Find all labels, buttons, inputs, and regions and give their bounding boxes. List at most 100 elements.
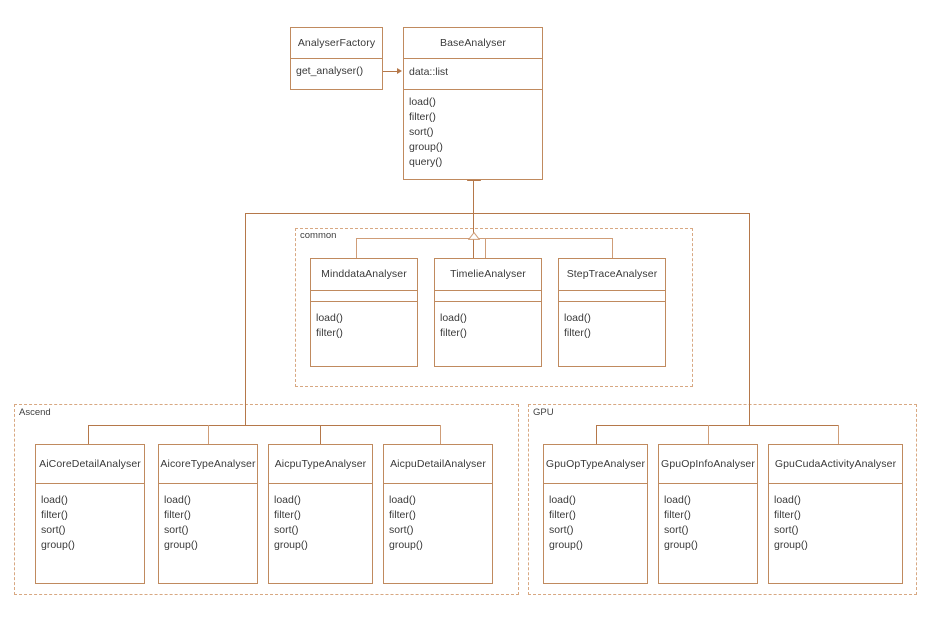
connector-ascend-fan-bar [88,425,440,426]
class-name-aicoretype-analyser: AicoreTypeAnalyser [160,457,256,470]
class-methods-aicputype-analyser: load() filter() sort() group() [269,482,372,583]
method-group: group() [774,538,808,551]
class-box-steptrace-analyser[interactable]: StepTraceAnalyser load() filter() [558,258,666,367]
class-box-gpuopinfo-analyser[interactable]: GpuOpInfoAnalyser load() filter() sort()… [658,444,758,584]
connector-common-drop-steptrace [612,238,613,258]
connector-toplevel-fan-bar [245,213,750,214]
method-sort: sort() [164,523,189,536]
method-filter: filter() [274,508,301,521]
class-name-minddata-analyser: MinddataAnalyser [321,268,407,281]
class-attributes-minddata-analyser [311,290,417,301]
class-box-gpuoptype-analyser[interactable]: GpuOpTypeAnalyser load() filter() sort()… [543,444,648,584]
class-box-base-analyser[interactable]: BaseAnalyser data::list load() filter() … [403,27,543,180]
class-name-gpucudaactivity-analyser: GpuCudaActivityAnalyser [774,457,897,470]
method-query: query() [409,156,443,169]
connector-common-drop-minddata [356,238,357,258]
method-sort: sort() [774,523,799,536]
connector-ascend-drop-aicputype [320,425,321,444]
method-group: group() [549,538,583,551]
class-box-minddata-analyser[interactable]: MinddataAnalyser load() filter() [310,258,418,367]
method-filter: filter() [549,508,576,521]
method-filter: filter() [389,508,416,521]
class-methods-aicoretype-analyser: load() filter() sort() group() [159,482,257,583]
arrowhead-association-base [397,67,402,74]
class-box-timelie-analyser[interactable]: TimelieAnalyser load() filter() [434,258,542,367]
class-name-steptrace-analyser: StepTraceAnalyser [566,268,658,281]
connector-factory-to-base [383,71,398,72]
method-group: group() [664,538,698,551]
method-group: group() [41,538,75,551]
method-sort: sort() [274,523,299,536]
connector-drop-to-gpu [749,213,750,425]
class-methods-aicpudetail-analyser: load() filter() sort() group() [384,482,492,583]
class-methods-minddata-analyser: load() filter() [311,301,417,366]
class-box-aicoretype-analyser[interactable]: AicoreTypeAnalyser load() filter() sort(… [158,444,258,584]
class-name-timelie-analyser: TimelieAnalyser [450,268,526,281]
method-load: load() [549,493,576,506]
connector-ascend-drop-aicoredetail [88,425,89,444]
class-methods-timelie-analyser: load() filter() [435,301,541,366]
connector-common-fan-bar [356,238,613,239]
package-common-label: common [299,230,339,241]
class-members-analyser-factory: get_analyser() [291,58,382,89]
method-load: load() [41,493,68,506]
connector-gpu-fan-bar [596,425,839,426]
class-box-aicoredetail-analyser[interactable]: AiCoreDetailAnalyser load() filter() sor… [35,444,145,584]
class-methods-gpuopinfo-analyser: load() filter() sort() group() [659,482,757,583]
connector-gpu-drop-cuda [838,425,839,444]
class-attributes-timelie-analyser [435,290,541,301]
method-load: load() [164,493,191,506]
member-get-analyser: get_analyser() [296,65,364,78]
connector-common-drop-timelie [485,238,486,258]
method-filter: filter() [164,508,191,521]
package-gpu [528,404,917,595]
method-filter: filter() [41,508,68,521]
class-name-gpuopinfo-analyser: GpuOpInfoAnalyser [661,457,755,470]
class-name-aicputype-analyser: AicpuTypeAnalyser [274,457,367,470]
method-filter: filter() [564,327,591,339]
method-load: load() [389,493,416,506]
package-common [295,228,693,387]
class-box-aicpudetail-analyser[interactable]: AicpuDetailAnalyser load() filter() sort… [383,444,493,584]
connector-base-trunk [473,180,475,214]
package-ascend-label: Ascend [18,407,53,418]
connector-ascend-drop-aicpudetail [440,425,441,444]
class-box-gpucudaactivity-analyser[interactable]: GpuCudaActivityAnalyser load() filter() … [768,444,903,584]
connector-drop-to-ascend [245,213,246,425]
class-name-gpuoptype-analyser: GpuOpTypeAnalyser [545,457,646,470]
method-load: load() [409,96,436,109]
method-group: group() [164,538,198,551]
class-attributes-steptrace-analyser [559,290,665,301]
class-methods-steptrace-analyser: load() filter() [559,301,665,366]
method-filter: filter() [409,111,436,124]
method-filter: filter() [664,508,691,521]
connector-ascend-drop-aicoretype [208,425,209,444]
class-methods-base-analyser: load() filter() sort() group() query() [404,89,542,179]
method-group: group() [274,538,308,551]
class-methods-aicoredetail-analyser: load() filter() sort() group() [36,482,144,583]
method-load: load() [274,493,301,506]
connector-gpu-drop-optype [596,425,597,444]
method-load: load() [316,312,343,324]
method-sort: sort() [664,523,689,536]
method-filter: filter() [440,327,467,339]
class-attributes-base-analyser: data::list [404,57,542,90]
method-load: load() [564,312,591,324]
class-name-aicpudetail-analyser: AicpuDetailAnalyser [390,457,486,470]
method-sort: sort() [409,126,434,139]
arrowhead-generalization-common [468,232,480,240]
method-sort: sort() [389,523,414,536]
method-load: load() [440,312,467,324]
method-load: load() [774,493,801,506]
class-box-analyser-factory[interactable]: AnalyserFactory get_analyser() [290,27,383,90]
method-filter: filter() [316,327,343,339]
attribute-data-list: data::list [409,65,449,78]
class-name-aicoredetail-analyser: AiCoreDetailAnalyser [39,457,141,470]
class-box-aicputype-analyser[interactable]: AicpuTypeAnalyser load() filter() sort()… [268,444,373,584]
method-sort: sort() [41,523,66,536]
method-load: load() [664,493,691,506]
method-group: group() [409,141,443,154]
class-methods-gpucudaactivity-analyser: load() filter() sort() group() [769,482,902,583]
package-gpu-label: GPU [532,407,556,418]
